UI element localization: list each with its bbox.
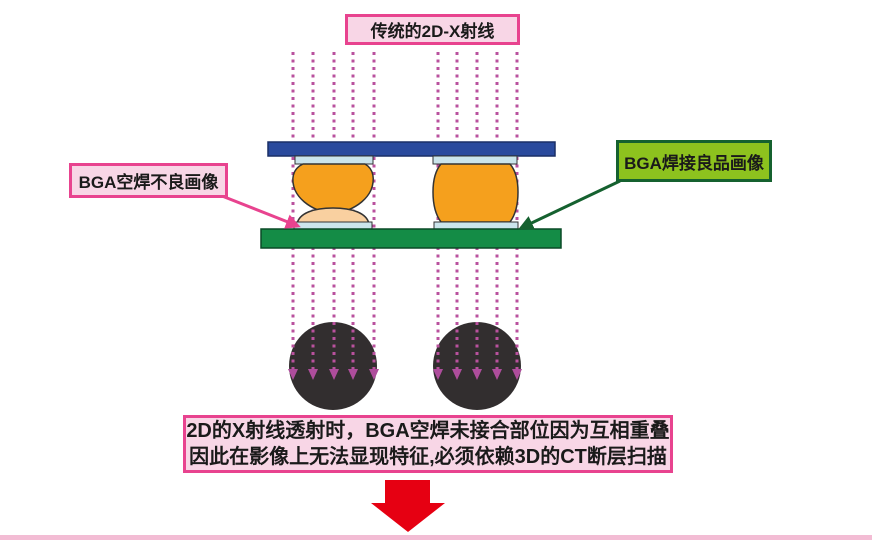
xray-beam-arrowhead-icon xyxy=(329,369,339,380)
explanation-note-line1: 2D的X射线透射时，BGA空焊未接合部位因为互相重叠 xyxy=(186,420,670,442)
top-board xyxy=(267,141,556,157)
good-leader-arrow xyxy=(518,179,621,230)
xray-beam-arrowhead-icon xyxy=(288,369,298,380)
xray-beam-arrowhead-icon xyxy=(472,369,482,380)
xray-beam-arrowhead-icon xyxy=(452,369,462,380)
bga-defect-image-label: BGA空焊不良画像 xyxy=(69,163,228,198)
xray-beam-arrowhead-icon xyxy=(433,369,443,380)
explanation-note-box: 2D的X射线透射时，BGA空焊未接合部位因为互相重叠 因此在影像上无法显现特征,… xyxy=(183,415,673,473)
solder-ball-defect xyxy=(292,163,374,211)
bga-good-image-label-text: BGA焊接良品画像 xyxy=(624,153,764,173)
solder-void-dome xyxy=(296,207,370,225)
bga-good-image-label: BGA焊接良品画像 xyxy=(616,140,772,182)
bga-defect-image-label-text: BGA空焊不良画像 xyxy=(78,173,219,192)
big-red-arrow-down-icon xyxy=(371,480,445,532)
xray-beam-arrowhead-icon xyxy=(492,369,502,380)
bottom-board xyxy=(260,228,562,249)
xray-shadow-circle-defect xyxy=(289,322,377,410)
pad-top-right xyxy=(432,155,518,165)
defect-leader-arrow xyxy=(221,194,301,229)
bottom-edge-strip xyxy=(0,535,872,540)
traditional-2d-xray-label-text: 传统的2D-X射线 xyxy=(370,22,495,41)
traditional-2d-xray-label: 传统的2D-X射线 xyxy=(345,14,520,45)
xray-beam-arrowhead-icon xyxy=(512,369,522,380)
xray-shadow-circle-good xyxy=(433,322,521,410)
xray-beam-arrowhead-icon xyxy=(308,369,318,380)
pad-top-left xyxy=(294,155,374,165)
xray-beam-arrowhead-icon xyxy=(369,369,379,380)
xray-beam-arrowhead-icon xyxy=(348,369,358,380)
xray-beam-arrowheads xyxy=(288,369,522,380)
explanation-note-line2: 因此在影像上无法显现特征,必须依赖3D的CT断层扫描 xyxy=(189,446,667,468)
solder-ball-good xyxy=(432,163,519,223)
